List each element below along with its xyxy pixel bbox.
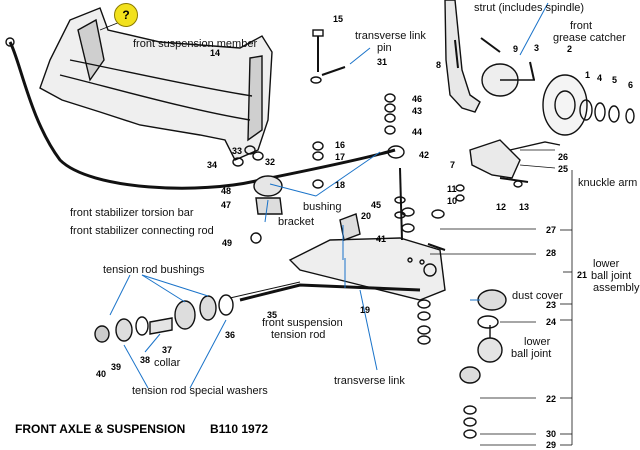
part-number: 33 [232, 146, 243, 156]
caption-model-year: B110 1972 [210, 422, 269, 436]
part-number: 41 [376, 234, 387, 244]
part-number: 15 [333, 14, 344, 24]
part-number: 7 [450, 160, 456, 170]
label-lower-ball-joint-assembly-3: assembly [593, 282, 640, 294]
label-bracket: bracket [278, 216, 315, 228]
part-number: 22 [546, 394, 557, 404]
part-number: 44 [412, 127, 423, 137]
part-number: 17 [335, 152, 346, 162]
part-number: 9 [513, 44, 519, 54]
part-number: 6 [628, 80, 634, 90]
label-front-stabilizer-connecting-rod: front stabilizer connecting rod [70, 225, 214, 237]
label-front-stabilizer-torsion-bar: front stabilizer torsion bar [70, 207, 194, 219]
part-number: 29 [546, 440, 557, 450]
label-front-suspension-member: front suspension member [133, 38, 258, 50]
label-lower-ball-joint-2: ball joint [511, 348, 552, 360]
part-number: 39 [111, 362, 122, 372]
label-lower-ball-joint-1: lower [524, 336, 551, 348]
part-number: 3 [534, 43, 540, 53]
part-number: 30 [546, 429, 557, 439]
label-lower-ball-joint-assembly-2: ball joint [591, 270, 632, 282]
label-knuckle-arm: knuckle arm [578, 177, 638, 189]
label-front-suspension-tension-rod-1: front suspension [262, 317, 343, 329]
transverse-link-shape [288, 237, 446, 301]
part-number: 4 [597, 73, 603, 83]
label-transverse-link-pin-2: pin [377, 42, 392, 54]
label-bushing: bushing [303, 201, 342, 213]
part-number: 40 [96, 369, 107, 379]
label-transverse-link-pin-1: transverse link [355, 30, 426, 42]
label-strut: strut (includes spindle) [474, 2, 585, 14]
part-number: 12 [496, 202, 507, 212]
part-number: 18 [335, 180, 346, 190]
part-number: 49 [222, 238, 233, 248]
part-number: 14 [210, 48, 221, 58]
label-front-grease-catcher-2: grease catcher [553, 32, 626, 44]
part-number: 13 [519, 202, 530, 212]
part-number: 31 [377, 57, 388, 67]
part-number: 26 [558, 152, 569, 162]
knuckle-arm-shape [469, 139, 521, 179]
part-number: 1 [585, 70, 591, 80]
part-number: 46 [412, 94, 423, 104]
part-number: 38 [140, 355, 151, 365]
part-number: 27 [546, 225, 557, 235]
part-number: 19 [360, 305, 371, 315]
part-number: 34 [207, 160, 218, 170]
label-lower-ball-joint-assembly-1: lower [593, 258, 620, 270]
part-number: 47 [221, 200, 232, 210]
part-number: 35 [267, 310, 278, 320]
part-number: 48 [221, 186, 232, 196]
part-number: 36 [225, 330, 236, 340]
part-number: 32 [265, 157, 276, 167]
label-front-suspension-tension-rod-2: tension rod [271, 329, 326, 341]
part-number: 25 [558, 164, 569, 174]
part-number: 20 [361, 211, 372, 221]
label-tension-rod-bushings: tension rod bushings [103, 264, 205, 276]
question-badge: ? [114, 3, 138, 27]
suspension-member-shape [39, 7, 273, 161]
part-number: 5 [612, 75, 618, 85]
part-number: 11 [447, 184, 457, 194]
label-front-grease-catcher-1: front [570, 20, 593, 32]
part-number: 10 [447, 196, 458, 206]
part-number: 2 [567, 44, 573, 54]
part-number: 28 [546, 248, 557, 258]
part-number: 37 [162, 345, 173, 355]
part-number: 43 [412, 106, 423, 116]
part-number: 8 [436, 60, 442, 70]
label-dust-cover: dust cover [512, 290, 563, 302]
blue-leader-lines [109, 2, 549, 389]
part-number: 21 [577, 270, 588, 280]
part-number: 45 [371, 200, 382, 210]
part-number: 24 [546, 317, 557, 327]
label-transverse-link: transverse link [334, 375, 405, 387]
stabilizer-bar-shape [8, 41, 396, 190]
tension-rod-shape [239, 283, 421, 302]
strut-shape [444, 0, 481, 113]
label-collar: collar [154, 357, 181, 369]
caption-title: FRONT AXLE & SUSPENSION [15, 422, 186, 436]
label-tension-rod-special-washers: tension rod special washers [132, 385, 268, 397]
part-number: 16 [335, 140, 346, 150]
part-number: 23 [546, 300, 557, 310]
part-number: 42 [419, 150, 430, 160]
